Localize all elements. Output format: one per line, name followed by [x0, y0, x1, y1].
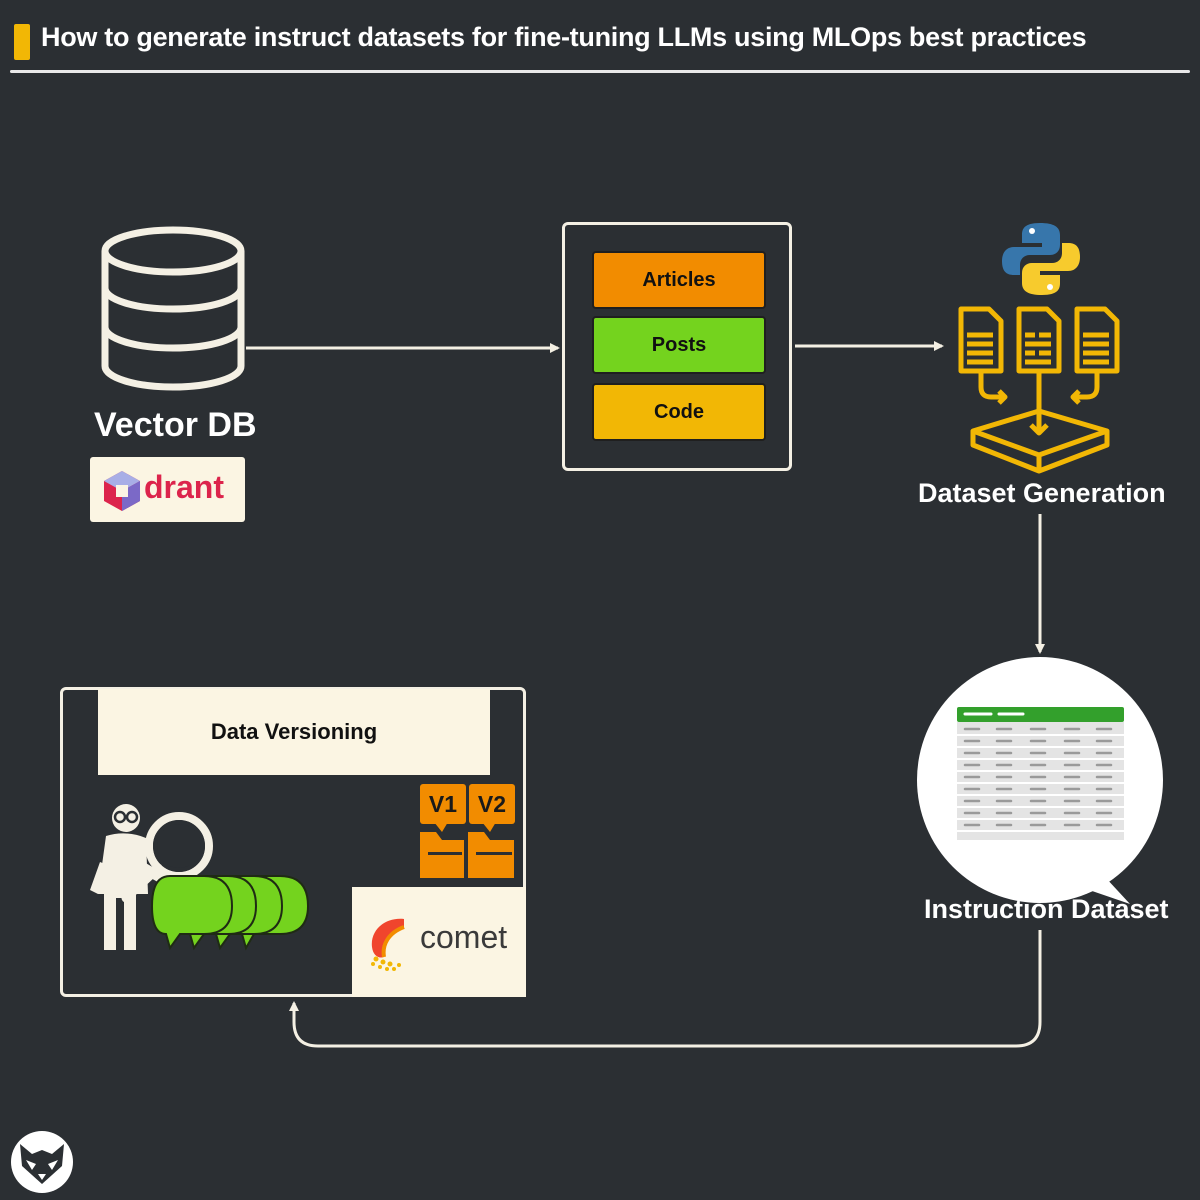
document-icon — [958, 306, 1004, 374]
document-icon — [1016, 306, 1062, 374]
chat-bubbles-icon — [150, 875, 310, 951]
source-articles: Articles — [592, 251, 766, 309]
folder-icon — [420, 822, 514, 878]
title-divider — [10, 70, 1190, 73]
source-posts: Posts — [592, 316, 766, 374]
sources-panel — [562, 222, 792, 471]
vector-db-label: Vector DB — [94, 406, 257, 444]
data-versioning-title: Data Versioning — [98, 689, 490, 775]
qdrant-logo: drant — [90, 457, 245, 522]
qdrant-logo-text: drant — [144, 469, 224, 505]
qdrant-mark-icon — [104, 471, 140, 511]
instruction-dataset-label: Instruction Dataset — [924, 894, 1169, 924]
dataset-generation-label: Dataset Generation — [918, 478, 1166, 508]
page-title: How to generate instruct datasets for fi… — [41, 22, 1087, 52]
database-icon — [101, 226, 245, 391]
python-icon — [1002, 223, 1080, 295]
speech-bubble-tail — [1060, 850, 1130, 904]
comet-logo-text: comet — [420, 919, 508, 955]
spreadsheet-lines — [957, 712, 1124, 832]
document-icon — [1074, 306, 1120, 374]
arrow-dataset-to-versioning — [289, 930, 1042, 1048]
source-code: Code — [592, 383, 766, 441]
version-tag-v1: V1 — [420, 784, 466, 824]
spreadsheet-icon — [957, 707, 1124, 722]
fox-logo-icon — [11, 1131, 73, 1193]
version-tag-v2: V2 — [469, 784, 515, 824]
dataset-generation-icon — [958, 306, 1120, 474]
comet-mark-icon — [371, 918, 405, 971]
data-versioning-panel — [60, 687, 526, 997]
title-accent-bar — [14, 24, 30, 60]
comet-logo: comet — [352, 887, 526, 997]
